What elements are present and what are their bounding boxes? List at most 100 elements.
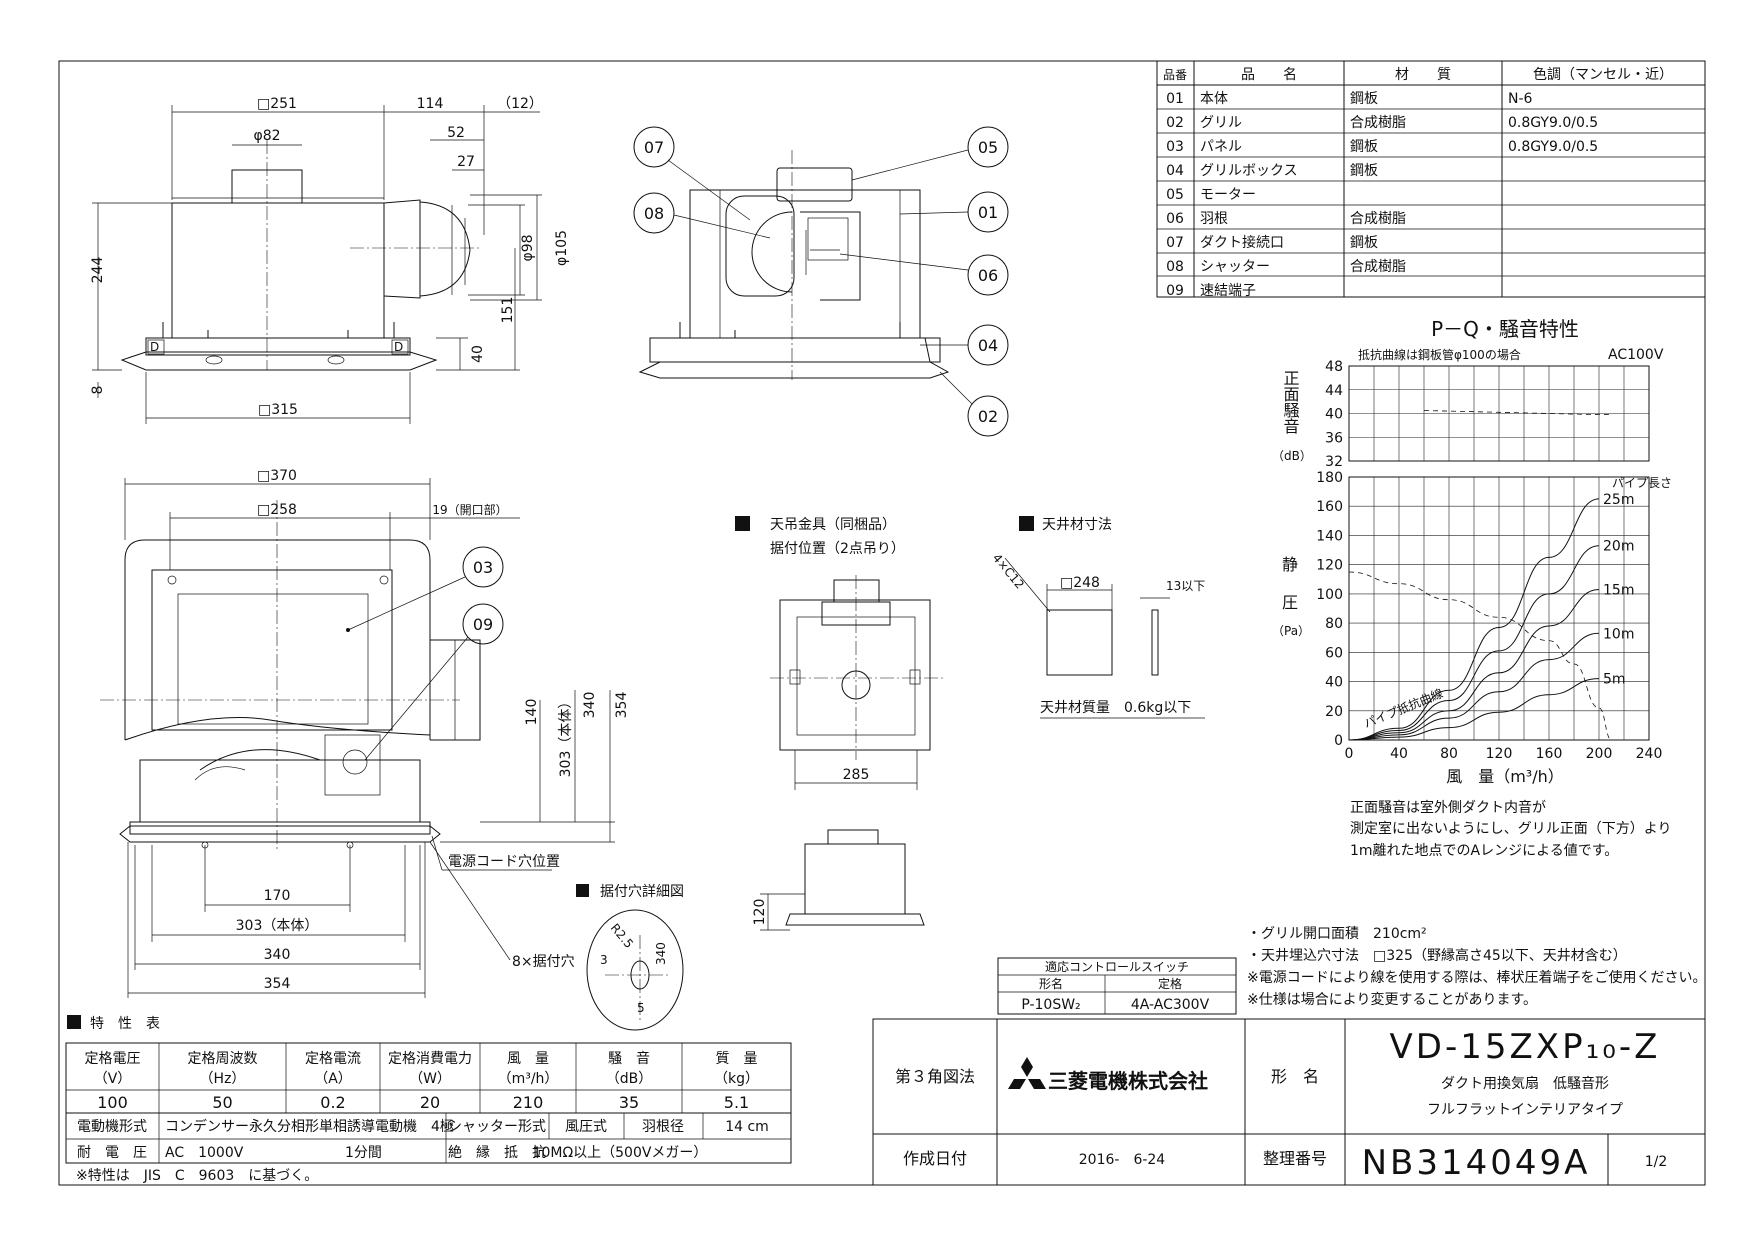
pq-ytick: 0 <box>1334 733 1343 749</box>
dim-82: φ82 <box>253 128 280 144</box>
svg-text:形名: 形名 <box>1039 976 1063 991</box>
dim-258: □258 <box>257 502 297 518</box>
parts-row-material: 合成樹脂 <box>1350 211 1406 227</box>
spec-value: 35 <box>619 1093 639 1112</box>
dim-140: 140 <box>524 699 540 726</box>
parts-header-name: 品 名 <box>1241 67 1297 83</box>
parts-row-no: 04 <box>1166 163 1184 179</box>
spec-unit: （Hz） <box>200 1071 246 1087</box>
pipe-length-label: パイプ長さ <box>1612 476 1672 490</box>
dim-13: 13以下 <box>1166 579 1205 593</box>
hanger-subtitle: 据付位置（2点吊り） <box>770 541 905 557</box>
svg-text:4A-AC300V: 4A-AC300V <box>1131 997 1210 1013</box>
parts-row-name: グリル <box>1200 115 1242 131</box>
noise-ylabel: 正面騒音 <box>1281 370 1300 434</box>
section-view <box>638 150 950 380</box>
hole-detail: 据付穴詳細図 R2.5 3 340 5 <box>576 884 684 1031</box>
noise-ytick: 44 <box>1325 383 1343 399</box>
parts-row-name: シャッター <box>1200 259 1270 275</box>
pq-series-label: 15m <box>1603 583 1634 599</box>
model-label: 形 名 <box>1271 1067 1319 1086</box>
pq-series-label: 10m <box>1603 626 1634 642</box>
note-3: ※電源コードにより線を使用する際は、棒状圧着端子をご使用ください。 <box>1247 969 1706 986</box>
parts-row-material: 鋼板 <box>1350 163 1378 179</box>
dim-98: φ98 <box>520 234 536 261</box>
dim-315: □315 <box>258 402 298 418</box>
spec-header: 定格消費電力 <box>388 1051 472 1067</box>
dim-244: 244 <box>90 257 106 284</box>
parts-row-material: 鋼板 <box>1350 139 1378 155</box>
svg-text:01: 01 <box>978 203 998 222</box>
ceiling-board-view: 天井材寸法 □248 4×C12 13以下 天井材質量 0.6kg以下 <box>990 516 1205 719</box>
svg-text:耐 電 圧: 耐 電 圧 <box>77 1145 147 1161</box>
spec-unit: （A） <box>314 1071 352 1087</box>
creation-date: 2016- 6-24 <box>1079 1152 1166 1168</box>
pq-xtick: 240 <box>1636 746 1663 762</box>
pq-resistance-curve <box>1348 498 1600 741</box>
front-view: □370 □258 19（開口部） 140 303（本体） 340 354 17… <box>100 468 630 998</box>
parts-row-name: パネル <box>1200 139 1242 155</box>
parts-row-color: 0.8GY9.0/0.5 <box>1508 115 1598 131</box>
svg-text:AC 1000V: AC 1000V <box>165 1145 244 1161</box>
pq-ytick: 60 <box>1325 645 1343 661</box>
spec-value: 100 <box>97 1093 128 1112</box>
pressure-ylabel-2: 圧 <box>1282 593 1298 612</box>
balloon-08 <box>633 192 675 234</box>
svg-text:07: 07 <box>644 138 664 157</box>
pq-xtick: 160 <box>1536 746 1563 762</box>
spec-value: 5.1 <box>724 1093 749 1112</box>
svg-text:D: D <box>394 340 403 354</box>
balloon-group-top: 07 08 05 01 06 04 02 <box>633 126 1009 437</box>
spec-footnote: ※特性は JIS C 9603 に基づく。 <box>76 1167 318 1184</box>
pressure-ylabel-1: 静 <box>1282 555 1298 574</box>
dim-354-vertical: 354 <box>614 692 630 719</box>
pq-series-label: 25m <box>1603 492 1634 508</box>
dim-285: 285 <box>843 767 870 783</box>
svg-text:コンデンサー永久分相形単相誘導電動機 4極: コンデンサー永久分相形単相誘導電動機 4極 <box>165 1118 454 1135</box>
parts-row-name: モーター <box>1200 187 1256 203</box>
dim-40: 40 <box>470 345 486 363</box>
dim-8: 8 <box>90 386 106 395</box>
pq-xtick: 0 <box>1345 746 1354 762</box>
dim-12: （12） <box>497 96 543 112</box>
balloon-03 <box>462 546 504 588</box>
svg-text:04: 04 <box>978 336 998 355</box>
spec-header: 定格電流 <box>305 1051 361 1067</box>
dim-114: 114 <box>417 96 444 112</box>
pq-series-label: 5m <box>1603 672 1626 688</box>
parts-row-name: 本体 <box>1200 91 1228 107</box>
spec-header: 質 量 <box>716 1051 758 1067</box>
projection-method: 第３角図法 <box>895 1067 975 1086</box>
spec-table: 特 性 表 定格電圧（V）100定格周波数（Hz）50定格電流（A）0.2定格消… <box>65 1015 792 1184</box>
chart-note: 抵抗曲線は鋼板管φ100の場合 <box>1358 347 1521 362</box>
pq-ytick: 180 <box>1316 470 1343 486</box>
dim-19: 19（開口部） <box>432 502 507 517</box>
svg-text:P-10SW₂: P-10SW₂ <box>1021 997 1080 1013</box>
parts-row-color: N-6 <box>1508 91 1533 107</box>
spec-header: 定格周波数 <box>188 1051 258 1067</box>
noise-ytick: 48 <box>1325 359 1343 375</box>
noise-note-3: 1m離れた地点でのAレンジによる値です。 <box>1350 842 1618 859</box>
spec-value: 210 <box>513 1093 544 1112</box>
ceiling-mass: 天井材質量 0.6kg以下 <box>1040 700 1191 716</box>
pq-chart: P－Q・騒音特性 抵抗曲線は鋼板管φ100の場合 AC100V 正面騒音 （dB… <box>1272 317 1672 786</box>
pq-ytick: 140 <box>1316 528 1343 544</box>
model-desc-2: フルフラットインテリアタイプ <box>1427 1102 1623 1118</box>
chart-title: P－Q・騒音特性 <box>1431 317 1579 341</box>
pq-series-label: 20m <box>1603 539 1634 555</box>
page-number: 1/2 <box>1645 1154 1668 1170</box>
dim-340-vertical: 340 <box>582 692 598 719</box>
parts-row-name: 羽根 <box>1200 211 1228 227</box>
spec-unit: （kg） <box>714 1071 759 1087</box>
dim-105: φ105 <box>554 230 570 266</box>
mount-holes-label: 8×据付穴 <box>512 954 575 970</box>
dim-170: 170 <box>264 888 291 904</box>
svg-text:D: D <box>150 340 159 354</box>
company-name: 三菱電機株式会社 <box>1048 1069 1208 1093</box>
dim-303-vertical: 303（本体） <box>558 695 574 778</box>
parts-row-name: 速結端子 <box>1200 283 1256 299</box>
svg-text:10MΩ以上（500Vメガー）: 10MΩ以上（500Vメガー） <box>533 1145 708 1161</box>
power-cord-label: 電源コード穴位置 <box>448 854 560 870</box>
dim-370: □370 <box>257 468 297 484</box>
svg-text:絶 縁 抵 抗: 絶 縁 抵 抗 <box>448 1145 546 1161</box>
